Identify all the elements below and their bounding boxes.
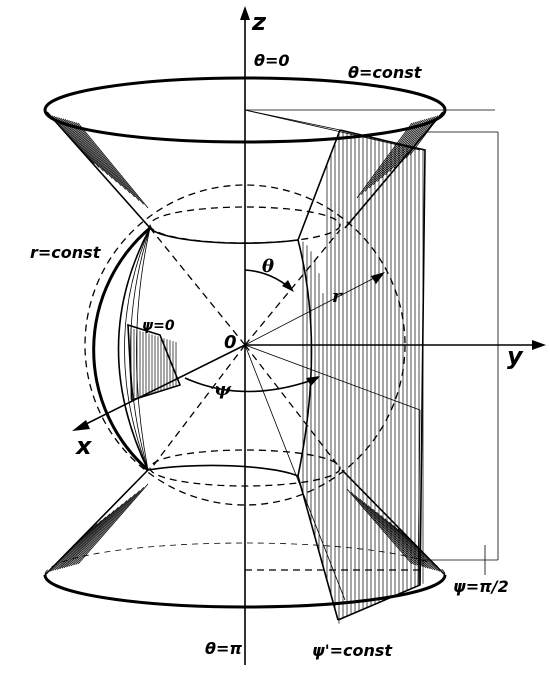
upper-cone-hatch-line xyxy=(60,117,113,179)
construction-lines xyxy=(149,109,495,601)
lower-cone-hatch-line xyxy=(384,518,434,570)
psi-zero-hatching xyxy=(130,327,177,400)
lower-cone-hatch-line xyxy=(61,506,119,569)
upper-cone-hatch-line xyxy=(62,118,118,183)
lower-cone-hatch-line xyxy=(401,531,443,573)
lower-cone-hatch-line xyxy=(355,495,417,566)
psi-zero-plane xyxy=(127,323,182,402)
lower-cone-hatch-line xyxy=(346,488,413,565)
theta-arc-arrow-icon xyxy=(282,280,294,292)
r-const-label: r=const xyxy=(30,243,102,262)
upper-cone-hatch-line xyxy=(372,120,421,186)
psi-const-label: ψ'=const xyxy=(312,641,393,660)
upper-cone-hatch-line xyxy=(69,120,131,194)
lower-cone-hatch-line xyxy=(54,516,106,571)
upper-cone-hatch-line xyxy=(64,119,122,187)
theta-const-label: θ=const xyxy=(348,63,423,82)
upper-cone-hatch-line xyxy=(58,117,109,176)
lower-cone-hatch-line xyxy=(50,523,98,572)
x-axis-label: x xyxy=(75,432,93,460)
origin-label: 0 xyxy=(224,332,237,353)
lower-cone-hatch-line xyxy=(56,513,111,570)
upper-cone-hatch-line xyxy=(73,121,140,201)
r-label: r xyxy=(332,286,343,307)
lower-cone-hatch-line xyxy=(66,500,128,568)
lower-cone-hatch-line xyxy=(63,503,123,568)
upper-cone-hatch-line xyxy=(71,120,135,198)
lower-cone-hatch-line xyxy=(393,525,438,572)
x-axis-arrow-icon xyxy=(72,420,90,431)
upper-cone-hatch-line xyxy=(356,122,413,199)
lower-cone-hatch-line xyxy=(367,505,424,568)
upper-cone-hatch-line xyxy=(77,122,149,209)
plane-hatching xyxy=(302,130,424,624)
upper-cone-hatch-line xyxy=(75,122,144,205)
upper-cone-hatch-line xyxy=(66,119,126,190)
lower-cone-hatch-line xyxy=(47,526,94,573)
lower-cone-hatch-line xyxy=(59,510,115,570)
y-axis-label: y xyxy=(507,342,524,370)
lower-cone-hatch-line xyxy=(68,496,132,567)
z-axis-label: z xyxy=(251,8,267,36)
theta-zero-label: θ=0 xyxy=(254,51,290,70)
r-vector-arrow-icon xyxy=(371,272,385,284)
upper-cone-hatch-line xyxy=(360,122,415,195)
x-axis xyxy=(77,344,246,429)
upper-cone-hatch-line xyxy=(401,115,437,162)
upper-cone-hatch-line xyxy=(51,115,95,164)
upper-cone-hatch-line xyxy=(54,115,100,168)
angle-arcs xyxy=(184,269,320,393)
lower-cone-hatch-line xyxy=(363,501,422,567)
upper-cone-hatch-line xyxy=(56,116,104,172)
lower-cone-hatch-line xyxy=(70,493,136,567)
lower-cone-hatch-line xyxy=(73,490,140,566)
z-axis-arrow-icon xyxy=(240,6,250,20)
lower-cone-hatch-line xyxy=(52,520,102,572)
psi-half-pi-label: ψ=π/2 xyxy=(453,577,509,596)
psi-arc-arrow-icon xyxy=(306,376,320,386)
right-bracket xyxy=(420,131,499,575)
upper-cone-hatch-line xyxy=(393,117,432,169)
lower-cone-hatch-line xyxy=(75,487,145,565)
axes xyxy=(72,6,546,665)
upper-cone-hatch-line xyxy=(49,114,91,161)
lower-cone-hatch-line xyxy=(389,521,436,571)
theta-angle-label: θ xyxy=(262,256,274,277)
upper-cone-hatch-line xyxy=(368,120,419,189)
y-axis-arrow-icon xyxy=(532,340,546,350)
psi-zero-label: ψ=0 xyxy=(142,318,175,334)
theta-pi-label: θ=π xyxy=(205,639,242,658)
lower-cone-hatch-line xyxy=(359,498,420,567)
lower-cone-hatch-line xyxy=(77,483,149,565)
psi-angle-label: ψ xyxy=(214,379,232,400)
upper-cone-hatch-line xyxy=(397,116,434,166)
psi-half-plane xyxy=(297,129,426,624)
upper-cone-hatch-line xyxy=(389,117,430,172)
upper-cone-hatch-line xyxy=(377,119,424,182)
